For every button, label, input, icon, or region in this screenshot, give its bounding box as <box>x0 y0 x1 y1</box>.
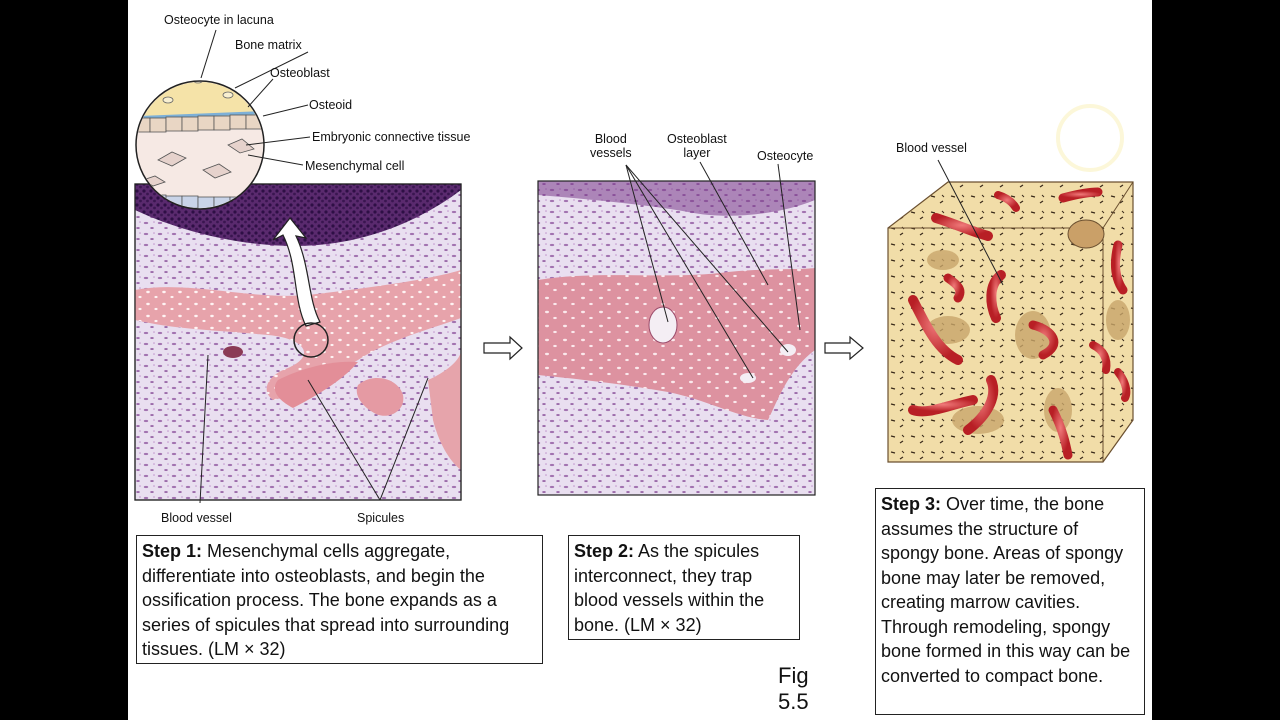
curved-arrow-icon <box>272 217 321 327</box>
label-osteocyte-in-lacuna: Osteocyte in lacuna <box>164 13 274 27</box>
label-bone-matrix: Bone matrix <box>235 38 302 52</box>
step1-heading: Step 1: <box>142 541 203 561</box>
label-blood-vessels: Blood vessels <box>590 132 632 161</box>
step2-text: As the spicules interconnect, they trap … <box>574 541 765 635</box>
label-osteoblast: Osteoblast <box>270 66 330 80</box>
slide: Osteocyte in lacuna Bone matrix Osteobla… <box>128 0 1152 720</box>
step1-text: Mesenchymal cells aggregate, differentia… <box>142 541 510 659</box>
label-blood-vessel-step3: Blood vessel <box>896 141 967 155</box>
step3-caption: Step 3: Over time, the bone assumes the … <box>875 488 1145 715</box>
label-mesenchymal-cell: Mesenchymal cell <box>305 159 405 173</box>
label-osteoblast-layer: Osteoblast layer <box>667 132 727 161</box>
step3-heading: Step 3: <box>881 494 942 514</box>
step2-caption: Step 2: As the spicules interconnect, th… <box>568 535 800 640</box>
spongy-bone-block <box>887 159 1134 463</box>
label-embryonic-connective-tissue: Embryonic connective tissue <box>312 130 471 144</box>
label-spicules: Spicules <box>357 511 405 525</box>
arrow-right-icon <box>824 335 864 361</box>
label-blood-vessel-step1: Blood vessel <box>161 511 232 525</box>
step2-heading: Step 2: <box>574 541 635 561</box>
label-osteocyte: Osteocyte <box>757 149 814 163</box>
step3-text: Over time, the bone assumes the structur… <box>881 494 1131 686</box>
figure-label: Fig 5.5 <box>778 663 809 714</box>
micrograph-step2 <box>537 180 816 496</box>
step1-caption: Step 1: Mesenchymal cells aggregate, dif… <box>136 535 543 664</box>
label-osteoid: Osteoid <box>309 98 353 112</box>
diagram-graphics <box>134 29 1134 504</box>
arrow-right-icon <box>483 335 523 361</box>
